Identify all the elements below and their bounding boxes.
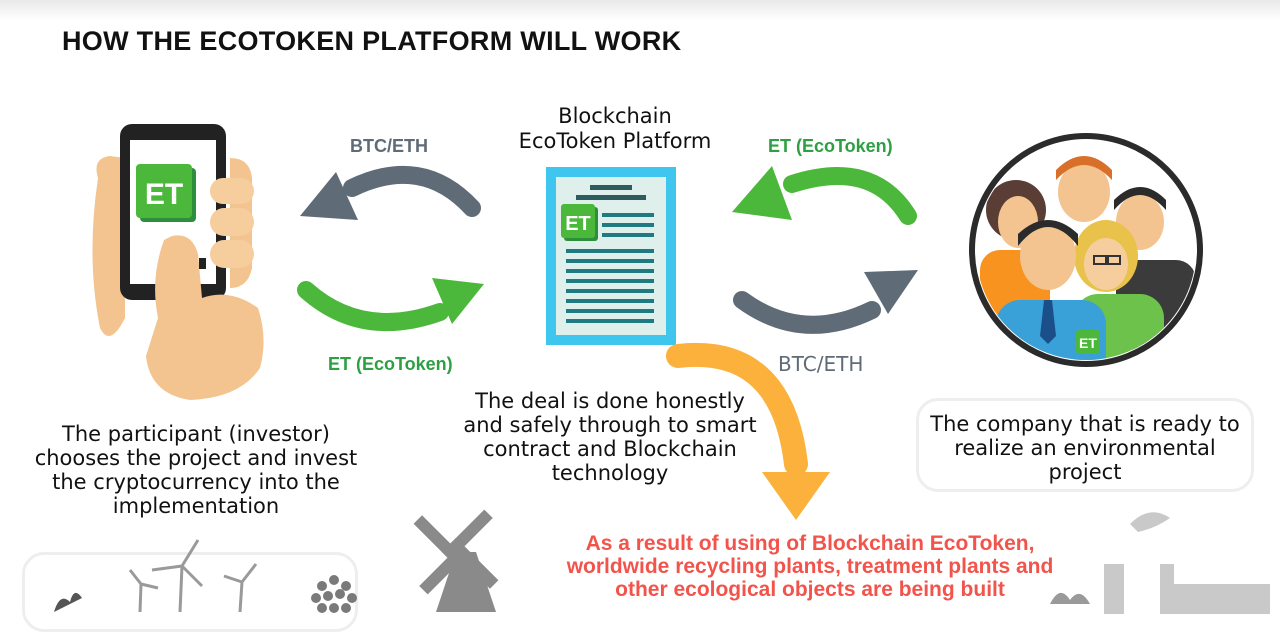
company-caption-line: The company that is ready to [916, 412, 1254, 436]
page-title: HOW THE ECOTOKEN PLATFORM WILL WORK [62, 26, 681, 57]
platform-title: Blockchain EcoToken Platform [470, 104, 760, 154]
green-arrow-left [792, 176, 908, 216]
factory-icon [1090, 504, 1280, 614]
deal-caption-line: contract and Blockchain [440, 437, 780, 461]
right-top-arrow-label: ET (EcoToken) [768, 136, 893, 157]
deal-caption: The deal is done honestly and safely thr… [440, 389, 780, 485]
trees-dots-icon [302, 566, 372, 636]
participant-caption-line: The participant (investor) [16, 422, 376, 446]
svg-text:ET: ET [1079, 335, 1097, 351]
et-logo-icon: ET [136, 164, 196, 222]
platform-et-logo-icon: ET [561, 204, 598, 241]
deal-caption-line: technology [440, 461, 780, 485]
left-bottom-arrow-label: ET (EcoToken) [328, 354, 453, 375]
svg-text:ET: ET [565, 213, 591, 235]
participant-caption-line: chooses the project and invest [16, 446, 376, 470]
green-arrow-right [306, 290, 440, 322]
result-line: worldwide recycling plants, treatment pl… [520, 555, 1100, 578]
deal-caption-line: and safely through to smart [440, 413, 780, 437]
result-line: As a result of using of Blockchain EcoTo… [520, 532, 1100, 555]
company-caption-line: realize an environmental [916, 436, 1254, 460]
company-caption: The company that is ready to realize an … [916, 412, 1254, 484]
company-et-logo-icon: ET [1076, 330, 1100, 354]
top-gradient-bar [0, 0, 1280, 20]
gray-arrow-left [352, 175, 472, 208]
platform-title-line1: Blockchain [470, 104, 760, 129]
company-caption-line: project [916, 460, 1254, 484]
result-statement: As a result of using of Blockchain EcoTo… [520, 532, 1100, 601]
platform-title-line2: EcoToken Platform [470, 129, 760, 154]
participant-caption: The participant (investor) chooses the p… [16, 422, 376, 518]
result-line: other ecological objects are being built [520, 578, 1100, 601]
hand-phone-illustration: ET [80, 118, 280, 408]
deal-caption-line: The deal is done honestly [440, 389, 780, 413]
svg-text:ET: ET [145, 178, 183, 211]
right-arrows-cycle [722, 154, 942, 354]
participant-caption-line: the cryptocurrency into the [16, 470, 376, 494]
platform-document-icon: ET [546, 167, 676, 345]
gray-arrow-right [742, 300, 872, 325]
left-arrows-cycle [292, 154, 512, 354]
participant-caption-line: implementation [16, 494, 376, 518]
left-top-arrow-label: BTC/ETH [350, 136, 428, 157]
wind-turbines-icon [40, 536, 280, 616]
company-people-illustration: ET [966, 130, 1206, 370]
